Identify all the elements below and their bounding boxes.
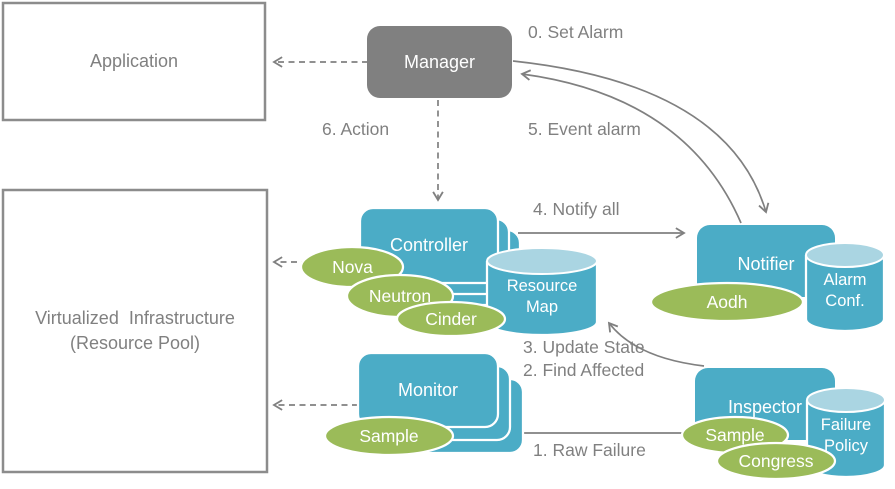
step-2-find-affected-label: 2. Find Affected bbox=[523, 360, 645, 380]
failure-policy-line2: Policy bbox=[823, 437, 868, 455]
application-label: Application bbox=[89, 51, 179, 71]
virtualized-infrastructure-label: Virtualized Infrastructure (Resource Poo… bbox=[3, 190, 267, 472]
edge-update-state-inspector-to-resource-map bbox=[607, 321, 705, 367]
resource-map-line1: Resource bbox=[506, 277, 578, 295]
alarm-conf-cylinder-body bbox=[804, 255, 886, 333]
monitor-sample-label: Sample bbox=[359, 425, 419, 446]
manager-box bbox=[367, 26, 512, 98]
cinder-label: Cinder bbox=[425, 308, 477, 329]
notifier-label: Notifier bbox=[737, 253, 795, 274]
edge-event-alarm-notifier-to-manager bbox=[520, 69, 742, 224]
aodh-label: Aodh bbox=[706, 291, 748, 312]
alarm-conf-label: Alarm Conf. bbox=[806, 258, 884, 324]
failure-policy-cylinder-top bbox=[806, 387, 886, 413]
step-6-action-label: 6. Action bbox=[322, 119, 390, 139]
manager-label: Manager bbox=[403, 51, 476, 72]
cinder-ellipse bbox=[395, 300, 507, 338]
failure-policy-line1: Failure bbox=[820, 416, 872, 434]
congress-label: Congress bbox=[738, 451, 814, 471]
resource-map-line2: Map bbox=[525, 298, 559, 316]
step-4-notify-all-label: 4. Notify all bbox=[533, 199, 620, 219]
virtualized-infrastructure-line1: Virtualized Infrastructure bbox=[35, 308, 235, 328]
failure-policy-label: Failure Policy bbox=[807, 403, 885, 469]
step-0-set-alarm-label: 0. Set Alarm bbox=[528, 22, 624, 42]
alarm-conf-cylinder-top bbox=[805, 242, 885, 268]
alarm-conf-line2: Conf. bbox=[825, 292, 865, 310]
resource-map-label: Resource Map bbox=[487, 263, 597, 331]
inspector-sample-label: Sample bbox=[705, 424, 765, 445]
monitor-sample-ellipse bbox=[323, 415, 455, 457]
application-box bbox=[1, 1, 267, 122]
monitor-label: Monitor bbox=[397, 379, 459, 400]
resource-map-cylinder-top bbox=[486, 247, 598, 275]
nova-label: Nova bbox=[332, 257, 373, 277]
step-3-update-state-label: 3. Update State bbox=[523, 337, 645, 357]
inspector-label: Inspector bbox=[727, 396, 803, 417]
alarm-conf-line1: Alarm bbox=[823, 271, 867, 289]
edge-set-alarm-manager-to-notifier bbox=[512, 60, 770, 214]
step-5-event-alarm-label: 5. Event alarm bbox=[528, 119, 641, 139]
congress-ellipse bbox=[715, 441, 837, 481]
step-1-raw-failure-label: 1. Raw Failure bbox=[533, 440, 646, 460]
virtualized-infrastructure-line2: (Resource Pool) bbox=[69, 333, 201, 353]
notifier-box bbox=[697, 225, 835, 297]
virtualized-infrastructure-box bbox=[1, 188, 269, 474]
aodh-ellipse bbox=[649, 281, 805, 323]
neutron-label: Neutron bbox=[368, 285, 432, 306]
controller-label: Controller bbox=[389, 235, 469, 255]
